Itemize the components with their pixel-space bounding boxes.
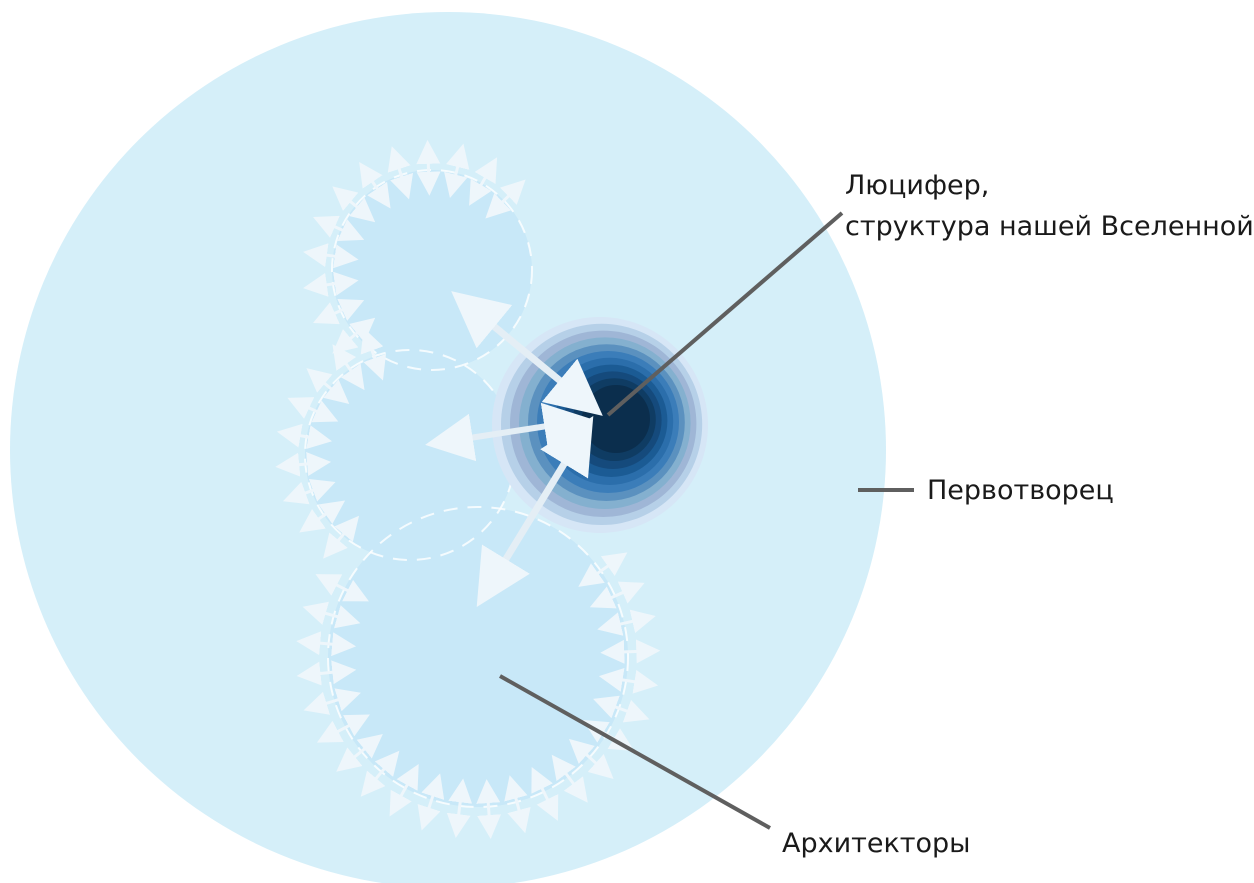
radial-arrow (315, 574, 369, 602)
radial-arrow (332, 344, 365, 391)
radial-arrow (336, 734, 383, 772)
radial-arrow (299, 500, 346, 533)
radial-arrow (359, 162, 391, 209)
radial-arrow (387, 146, 414, 200)
architect-sphere-bottom (328, 507, 628, 807)
radial-arrow (323, 515, 360, 559)
radial-arrow (593, 695, 650, 723)
lucifer-label-line2: структура нашей Вселенной (845, 211, 1254, 242)
leader-line-architects (499, 674, 771, 830)
radial-arrow (469, 157, 498, 206)
radial-arrow (296, 660, 357, 686)
architect-radial-arrows (275, 139, 661, 839)
radial-arrow (282, 479, 336, 505)
radial-arrow (589, 581, 645, 609)
radial-arrow (504, 775, 531, 834)
radial-arrow (287, 397, 339, 423)
radial-arrow (313, 298, 365, 325)
radial-arrow (446, 778, 473, 839)
radial-arrow (360, 327, 386, 381)
radial-arrow (597, 609, 656, 636)
lucifer-label-line1: Люцифер, (845, 170, 990, 201)
leader-lines (499, 211, 914, 830)
leader-line-lucifer (606, 211, 844, 417)
radial-arrow (360, 750, 400, 797)
radial-arrow (313, 215, 365, 242)
radial-arrow (598, 668, 659, 694)
radial-arrow (551, 754, 588, 803)
core-ring (582, 385, 650, 453)
radial-arrow (303, 243, 359, 269)
architects-label: Архитекторы (782, 828, 971, 859)
inward-arrows (425, 291, 603, 607)
radial-arrow (417, 773, 445, 831)
radial-arrow (303, 688, 361, 715)
radial-arrow (316, 714, 370, 743)
first-creator-label: Первотворец (927, 475, 1114, 506)
architect-outline-top (331, 169, 533, 371)
arrow-from-top-architect (451, 291, 603, 416)
radial-arrow (275, 452, 332, 477)
radial-arrow (303, 271, 359, 297)
radial-arrow (306, 368, 350, 405)
radial-arrow (389, 764, 419, 817)
radial-arrow (485, 179, 526, 219)
radial-arrow (568, 738, 614, 780)
radial-arrow (600, 639, 661, 664)
architect-sphere-top (332, 170, 532, 370)
radial-arrow (416, 139, 441, 196)
radial-arrow (296, 631, 357, 657)
radial-arrow (476, 779, 502, 839)
radial-arrow (444, 143, 470, 199)
radial-arrow (276, 423, 333, 449)
arrow-from-bottom-architect (476, 416, 594, 607)
radial-arrow (531, 767, 559, 821)
radial-arrow (332, 186, 376, 223)
radial-arrow (302, 601, 361, 629)
